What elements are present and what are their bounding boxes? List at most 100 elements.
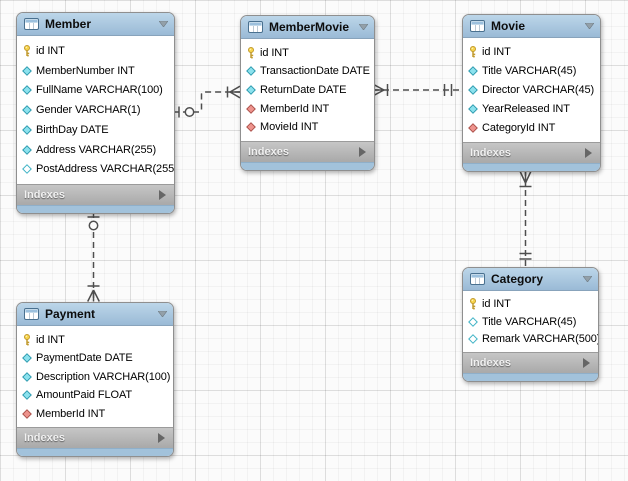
column-row[interactable]: MovieId INT [241, 121, 374, 133]
expand-arrow-icon[interactable] [585, 148, 592, 158]
column-row[interactable]: TransactionDate DATE [241, 65, 374, 77]
table-membermovie[interactable]: MemberMovie id INT TransactionDate DATE Ret… [240, 15, 375, 171]
column-label: Address VARCHAR(255) [36, 143, 157, 156]
column-list: id INT Title VARCHAR(45) Remark VARCHAR(50… [463, 291, 598, 352]
collapse-arrow-icon[interactable] [359, 24, 368, 30]
table-footer [463, 373, 598, 381]
expand-arrow-icon[interactable] [583, 358, 590, 368]
table-movie[interactable]: Movie id INT Title VARCHAR(45) Director VAR… [462, 14, 601, 172]
column-label: Remark VARCHAR(500) [482, 333, 598, 346]
column-row[interactable]: Description VARCHAR(100) [17, 371, 173, 383]
column-label: Title VARCHAR(45) [482, 315, 577, 328]
foreign-key-icon [22, 408, 32, 419]
column-row[interactable]: Title VARCHAR(45) [463, 316, 598, 328]
expand-arrow-icon[interactable] [359, 147, 366, 157]
primary-key-icon [22, 333, 32, 346]
column-label: Director VARCHAR(45) [482, 84, 595, 96]
column-label: id INT [482, 297, 511, 310]
indexes-label: Indexes [248, 146, 289, 158]
table-header[interactable]: Category [463, 268, 598, 291]
column-row[interactable]: id INT [241, 46, 374, 59]
collapse-arrow-icon[interactable] [583, 276, 592, 282]
table-member[interactable]: Member id INT MemberNumber INT FullName VAR… [16, 12, 175, 214]
column-row[interactable]: MemberId INT [241, 103, 374, 115]
column-label: Gender VARCHAR(1) [36, 104, 141, 116]
column-row[interactable]: id INT [17, 44, 174, 57]
indexes-section[interactable]: Indexes [463, 352, 598, 373]
column-label: PaymentDate DATE [36, 352, 133, 364]
column-row[interactable]: AmountPaid FLOAT [17, 389, 173, 401]
column-row[interactable]: FullName VARCHAR(100) [17, 84, 174, 96]
column-row[interactable]: ReturnDate DATE [241, 84, 374, 96]
table-header[interactable]: MemberMovie [241, 16, 374, 39]
expand-arrow-icon[interactable] [158, 433, 165, 443]
column-row[interactable]: BirthDay DATE [17, 124, 174, 136]
column-row[interactable]: Remark VARCHAR(500) [463, 333, 598, 345]
column-row[interactable]: id INT [463, 297, 598, 310]
table-header[interactable]: Movie [463, 15, 600, 38]
table-payment[interactable]: Payment id INT PaymentDate DATE Description… [16, 302, 174, 457]
column-label: id INT [36, 44, 65, 57]
column-row[interactable]: id INT [17, 333, 173, 346]
table-icon [248, 21, 263, 33]
column-row[interactable]: Director VARCHAR(45) [463, 84, 600, 96]
table-header[interactable]: Payment [17, 303, 173, 326]
collapse-arrow-icon[interactable] [585, 23, 594, 29]
foreign-key-icon [468, 123, 478, 133]
column-notnull-icon [22, 390, 32, 400]
column-notnull-icon [22, 353, 32, 363]
table-icon [470, 20, 485, 32]
column-label: AmountPaid FLOAT [36, 389, 133, 401]
column-label: ReturnDate DATE [260, 83, 347, 96]
collapse-arrow-icon[interactable] [159, 21, 168, 27]
indexes-section[interactable]: Indexes [241, 141, 374, 162]
relationship-category-movie[interactable] [519, 170, 532, 267]
relationship-member-payment[interactable] [87, 212, 100, 302]
column-row[interactable]: YearReleased INT [463, 103, 600, 115]
table-category[interactable]: Category id INT Title VARCHAR(45) Remark VA… [462, 267, 599, 382]
column-label: MovieId INT [260, 121, 319, 134]
table-footer [463, 163, 600, 171]
table-title: Movie [491, 19, 526, 33]
primary-key-icon [22, 44, 32, 57]
column-row[interactable]: id INT [463, 46, 600, 58]
indexes-section[interactable]: Indexes [463, 142, 600, 163]
column-label: BirthDay DATE [36, 123, 109, 136]
primary-key-icon [468, 46, 478, 58]
foreign-key-icon [246, 122, 256, 133]
column-row[interactable]: MemberNumber INT [17, 65, 174, 77]
column-notnull-icon [22, 371, 32, 382]
column-label: id INT [482, 46, 511, 58]
column-row[interactable]: PaymentDate DATE [17, 352, 173, 364]
column-label: YearReleased INT [482, 103, 570, 115]
column-row[interactable]: CategoryId INT [463, 122, 600, 134]
column-notnull-icon [22, 65, 32, 76]
table-header[interactable]: Member [17, 13, 174, 36]
indexes-section[interactable]: Indexes [17, 184, 174, 205]
column-row[interactable]: Address VARCHAR(255) [17, 144, 174, 156]
column-nullable-icon [468, 334, 478, 345]
column-row[interactable]: MemberId INT [17, 408, 173, 420]
column-row[interactable]: PostAddress VARCHAR(255) [17, 163, 174, 175]
column-notnull-icon [22, 85, 32, 96]
column-notnull-icon [468, 104, 478, 114]
column-row[interactable]: Gender VARCHAR(1) [17, 104, 174, 116]
column-notnull-icon [468, 66, 478, 76]
collapse-arrow-icon[interactable] [158, 311, 167, 317]
indexes-label: Indexes [24, 432, 65, 444]
column-label: MemberId INT [260, 102, 330, 115]
expand-arrow-icon[interactable] [159, 190, 166, 200]
indexes-section[interactable]: Indexes [17, 427, 173, 448]
column-list: id INT MemberNumber INT FullName VARCHAR(1… [17, 36, 174, 184]
relationship-member-membermovie[interactable] [173, 85, 241, 118]
column-label: Title VARCHAR(45) [482, 65, 577, 77]
column-label: id INT [260, 46, 289, 59]
table-icon [24, 18, 39, 30]
column-row[interactable]: Title VARCHAR(45) [463, 65, 600, 77]
primary-key-icon [468, 297, 478, 310]
column-label: id INT [36, 333, 65, 346]
relationship-movie-membermovie[interactable] [372, 83, 462, 97]
column-notnull-icon [468, 85, 478, 95]
